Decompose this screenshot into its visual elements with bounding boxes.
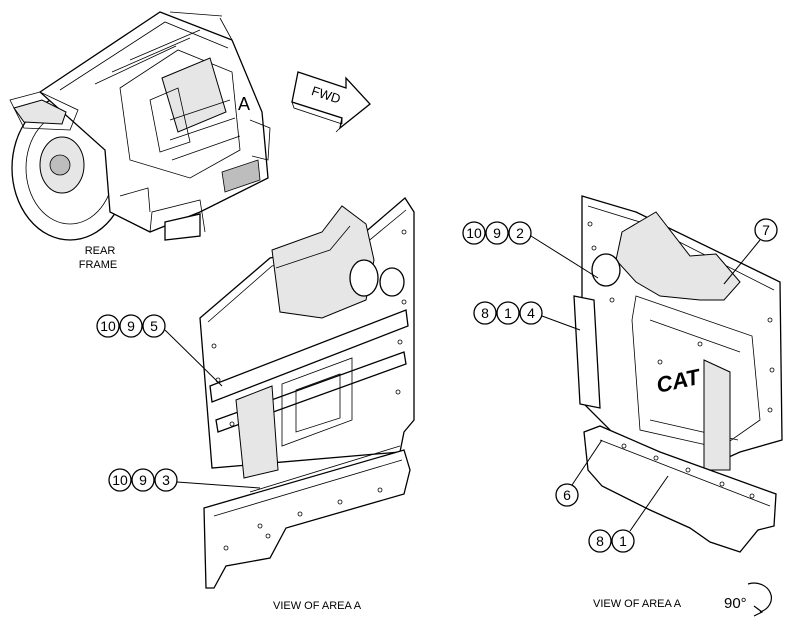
callout-right-single-top-1: 7 [762,222,770,238]
callout-right-bottom: 8 1 [588,475,669,553]
callout-left-lower-3: 3 [162,472,170,488]
rotation-arrow-icon [747,582,772,617]
left-view-caption: VIEW OF AREA A [273,600,362,612]
callout-right-second-2: 1 [504,305,512,321]
callout-left-upper-2: 9 [127,318,135,334]
callout-right-single-mid-1: 6 [563,487,571,503]
callout-left-upper: 10 9 5 [96,314,223,387]
callout-right-top-2: 9 [493,225,501,241]
callout-left-upper-1: 10 [100,318,116,334]
callout-right-second-1: 8 [481,305,489,321]
callout-right-top: 10 9 2 [462,221,599,279]
rear-frame-label-line1: REAR [85,245,116,257]
callout-left-lower: 10 9 3 [108,468,261,492]
callout-right-top-3: 2 [516,225,524,241]
callout-right-second: 8 1 4 [473,301,581,331]
rear-frame-label-line2: FRAME [79,259,118,271]
fwd-arrow-icon [291,71,371,133]
right-view-caption: VIEW OF AREA A [593,598,682,610]
callout-left-upper-3: 5 [150,318,158,334]
callout-right-single-mid: 6 [555,439,603,507]
callout-left-lower-1: 10 [112,472,128,488]
callout-right-top-1: 10 [466,225,482,241]
callout-right-second-3: 4 [527,305,535,321]
rotation-label: 90° [724,595,747,612]
callout-left-lower-2: 9 [139,472,147,488]
rear-frame-drawing [9,11,271,241]
area-a-marker: A [238,94,250,114]
callout-right-bottom-2: 1 [619,533,627,549]
right-panel-assembly [573,195,783,553]
left-panel-assembly [199,197,415,589]
callout-right-bottom-1: 8 [596,533,604,549]
callout-right-single-top: 7 [723,218,778,285]
